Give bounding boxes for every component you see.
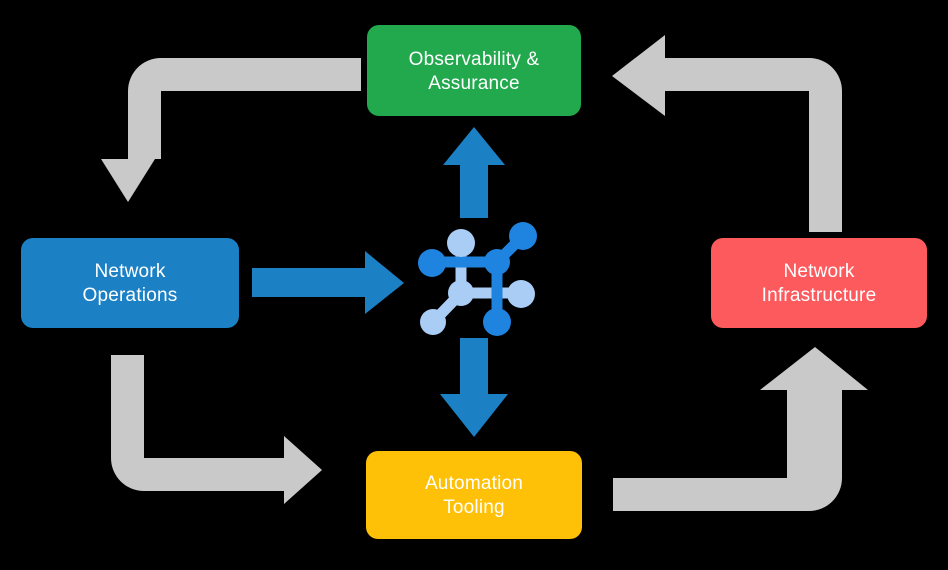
node-network-operations-box[interactable] — [21, 238, 239, 328]
network-topology-icon — [418, 222, 537, 336]
connector-automation-to-infrastructure — [613, 347, 868, 511]
node-automation-tooling-label-line1: Automation — [425, 473, 523, 494]
node-network-operations-label-line2: Operations — [83, 285, 178, 306]
node-automation-tooling[interactable]: Automation Tooling — [366, 451, 582, 539]
node-automation-tooling-box[interactable] — [366, 451, 582, 539]
node-network-infrastructure[interactable]: Network Infrastructure — [711, 238, 927, 328]
node-network-operations[interactable]: Network Operations — [21, 238, 239, 328]
node-network-infrastructure-box[interactable] — [711, 238, 927, 328]
connector-operations-to-center — [252, 251, 404, 314]
connector-infrastructure-to-observability — [612, 35, 842, 232]
connector-center-to-automation — [440, 338, 508, 437]
connector-observability-to-operations — [101, 58, 361, 202]
connector-operations-to-automation — [111, 355, 322, 504]
node-observability-assurance-label-line1: Observability & — [409, 49, 540, 70]
connector-center-to-observability — [443, 127, 505, 218]
node-observability-assurance[interactable]: Observability & Assurance — [367, 25, 581, 116]
node-automation-tooling-label-line2: Tooling — [443, 497, 505, 518]
node-network-infrastructure-label-line2: Infrastructure — [762, 285, 877, 306]
node-observability-assurance-label-line2: Assurance — [428, 73, 520, 94]
node-network-infrastructure-label-line1: Network — [783, 261, 854, 282]
node-observability-assurance-box[interactable] — [367, 25, 581, 116]
node-network-operations-label-line1: Network — [94, 261, 165, 282]
